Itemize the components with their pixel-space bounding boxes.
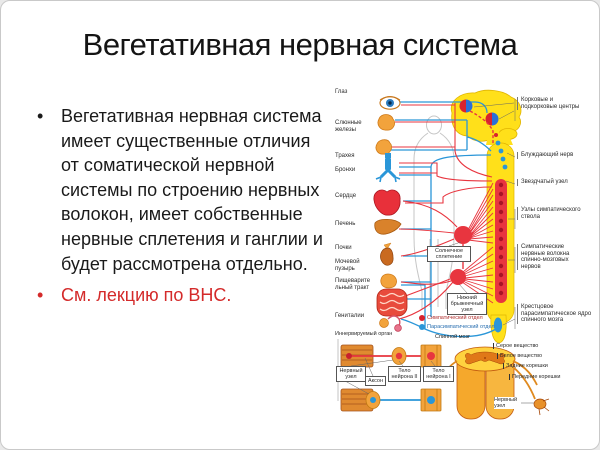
bullet-item-red: • См. лекцию по ВНС. [37,283,323,308]
trachea-bronchi-icon [375,153,401,183]
sympathetic-dot-icon [419,315,425,321]
kidney-icon [380,242,394,266]
label-sympathetic-fibers: Симпатические нервные волокна спинно-моз… [517,244,589,271]
label-cortical-centers: Корковые и подкорковые центры [517,97,587,111]
label-bronchi: Бронхи [335,167,356,173]
label-mesenteric-ganglion: Нижний брыжеечный узел [447,293,487,315]
body-silhouette-icon [413,115,455,309]
bullet-list: • Вегетативная нервная система имеет сущ… [37,104,323,308]
label-sacral-parasympathetic-nucleus: Крестцовое парасимпатическое ядро спинно… [517,304,595,324]
liver-icon [374,218,402,235]
label-axon: Аксон [365,376,386,386]
bullet-text: Вегетативная нервная система имеет сущес… [61,106,323,274]
label-solar-plexus: Солнечное сплетение [427,246,471,262]
solar-plexus-fan-lines [461,182,494,304]
label-bladder: Мочевой пузырь [335,259,360,272]
bullet-marker: • [37,106,44,126]
label-dorsal-roots: Задние корешки [503,363,566,369]
label-gray-matter: Серое вещество [493,343,556,349]
heart-icon [373,189,401,216]
label-neuron2-body: Тело нейрона II [388,366,421,382]
label-section-ganglion: Нервный узел [494,397,520,409]
label-liver: Печень [335,221,356,227]
label-neuron1-body: Тело нейрона I [423,366,454,382]
bullet-text: См. лекцию по ВНС. [61,285,232,306]
label-vagus-nerve: Блуждающий нерв [517,152,581,159]
label-innervated-organ: Иннервируемый орган [335,331,393,337]
cortical-centers-icon [459,99,508,170]
parasympathetic-dot-icon [419,324,425,330]
label-trachea: Трахея [335,153,355,159]
digestive-tract-icon [376,288,408,317]
salivary-glands-icon [375,114,395,155]
label-leader-lines [448,99,516,329]
innervated-organ-inset [337,339,442,412]
label-nerve-ganglion: Нервный узел [336,366,366,382]
bullet-marker: • [37,285,44,306]
label-stellate-ganglion: Звездчатый узел [517,179,581,186]
spinal-cord-section-icon [440,346,550,420]
label-salivary-glands: Слюнные железы [335,120,362,133]
eye-icon [379,96,401,110]
sympathetic-trunk-icon [495,179,507,303]
parasympathetic-nerve-lines [390,101,497,338]
label-ventral-roots: Передние корешки [509,374,574,380]
sacral-nucleus-icon [493,317,503,333]
label-heart: Сердце [335,193,357,199]
legend-parasympathetic-label: Парасимпатический отдел [427,324,495,330]
legend-sympathetic-label: Симпатический отдел [427,315,483,321]
sympathetic-nerve-lines [392,103,493,320]
ans-diagram: Глаз Слюнные железы Трахея Бронхи Сердце… [335,89,595,429]
ans-diagram-graphic [337,89,550,420]
bullet-item: • Вегетативная нервная система имеет сущ… [37,104,323,276]
legend-sympathetic: Симпатический отдел [419,315,483,321]
label-genitals: Гениталии [335,313,365,319]
label-digestive-tract: Пищеварительный тракт [335,278,371,291]
solar-plexus-icon [454,226,472,244]
genitals-icon [379,315,402,332]
slide-title: Вегетативная нервная система [82,27,518,62]
label-kidneys: Почки [335,245,352,251]
legend-parasympathetic: Парасимпатический отдел [419,324,495,330]
label-spinal-cord: Спинной мозг [435,334,471,340]
label-white-matter: Белое вещество [497,353,560,359]
mesenteric-ganglion-icon [450,269,466,285]
label-sympathetic-trunk-ganglia: Узлы симпатического ствола [517,207,585,221]
bladder-icon [380,273,397,289]
label-eye: Глаз [335,89,348,95]
